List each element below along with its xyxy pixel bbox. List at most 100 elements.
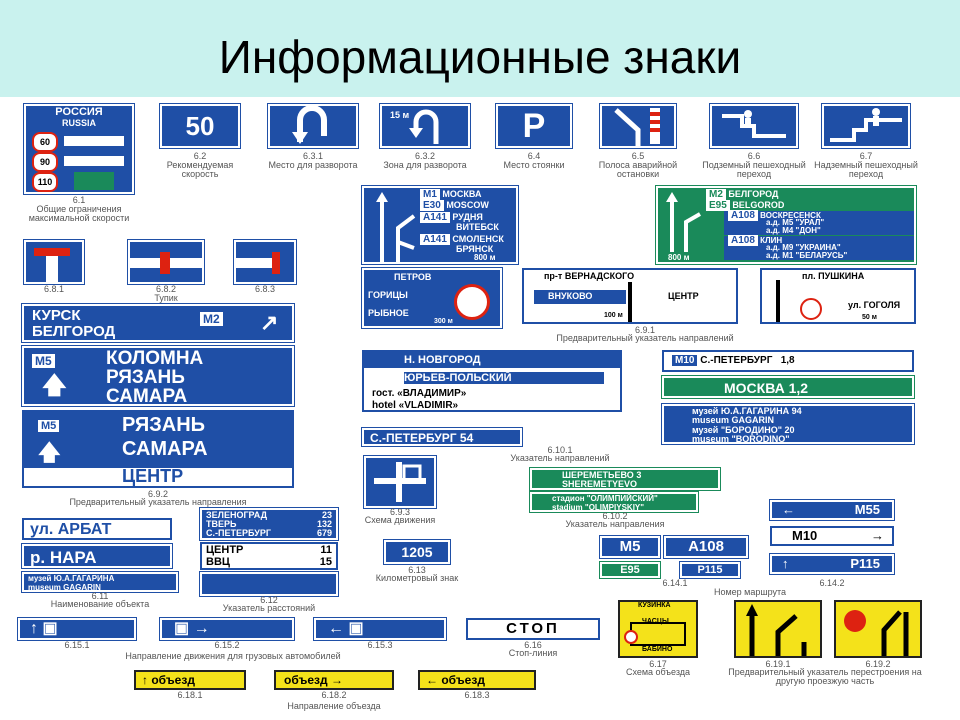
caption-6-14-2: 6.14.2	[819, 578, 845, 588]
truck-icon: ▣	[42, 620, 58, 637]
caption-6-14: Номер маршрута	[713, 587, 787, 597]
town-skyline-icon	[64, 136, 124, 146]
arrow-left-icon: ←	[782, 502, 795, 517]
caption-6-10-1-code: 6.10.1	[547, 445, 573, 455]
sign-6-8-3	[233, 239, 297, 285]
sign-6-3-1	[267, 103, 359, 149]
arrow-up-icon: ↑	[142, 673, 148, 687]
sign-direction-moscow: M1 МОСКВА E30 MOSCOW A141 РУДНЯ ВИТЕБСК …	[361, 185, 519, 265]
city: САМАРА	[122, 438, 208, 460]
distance: 1,8	[780, 355, 795, 366]
caption-6-13-code: 6.13	[408, 565, 426, 575]
underpass-icon	[722, 110, 786, 138]
arrow-right-icon: →	[871, 528, 884, 543]
city: С.-ПЕТЕРБУРГ 54	[370, 431, 474, 445]
sign-kursk-belgorod: КУРСК БЕЛГОРОД M2 ↗	[21, 303, 295, 343]
route-number: M55	[854, 502, 880, 517]
truck-icon: ▣	[174, 620, 190, 637]
route-plate: E30	[420, 200, 444, 211]
caption-6-6: Подземный пешеходный переход	[702, 160, 806, 179]
sign-direction-belgorod: M2 БЕЛГОРОД E95 BELGOROD A108 ВОСКРЕСЕНС…	[655, 185, 917, 265]
caption-6-8-1: 6.8.1	[43, 284, 65, 294]
city: МОСКВА	[724, 380, 785, 396]
city: МОСКВА	[442, 189, 482, 199]
branch-arrows-icon	[376, 192, 416, 262]
museum: музей Ю.А.ГАГАРИНА	[28, 574, 115, 583]
distance: 15	[319, 556, 332, 568]
no-trucks-icon	[800, 298, 822, 320]
route-plate: M10	[672, 355, 698, 366]
route-number: E95	[620, 564, 640, 576]
city: ВОСКРЕСЕНСК	[760, 211, 821, 220]
road: а.д. М1 "БЕЛАРУСЬ"	[766, 251, 848, 260]
sign-6-19-2	[834, 600, 922, 658]
caption-6-15-3: 6.15.3	[367, 640, 393, 650]
route-plate-m55: ← M55	[769, 499, 895, 521]
sign-6-10-2-sheremetyevo: ШЕРЕМЕТЬЕВО 3 SHEREMETYEVO	[529, 467, 721, 491]
traffic-scheme-icon	[374, 462, 426, 502]
square: пл. ПУШКИНА	[802, 271, 865, 281]
arrow-up-icon: ↑	[30, 620, 38, 637]
city: ЦЕНТР	[206, 544, 244, 556]
sign-6-4: P	[495, 103, 573, 149]
sign-6-13: 1205	[383, 539, 451, 565]
route-plate: A108	[728, 210, 758, 221]
u-turn-zone-icon	[409, 109, 439, 144]
caption-6-3-2-code: 6.3.2	[414, 151, 436, 161]
sign-6-8-2	[127, 239, 205, 285]
caption-6-9-2-code: 6.9.2	[147, 489, 169, 499]
caption-6-9-1-code: 6.9.1	[634, 325, 656, 335]
distance: 1,2	[788, 380, 809, 396]
arrow-right-icon: →	[330, 673, 343, 687]
city: MOSCOW	[446, 200, 489, 210]
caption-6-5: Полоса аварийной остановки	[598, 160, 678, 179]
route-plate-m10: M10 →	[770, 526, 894, 546]
caption-6-15-1: 6.15.1	[64, 640, 90, 650]
village: ЧАСЦЫ	[642, 618, 669, 625]
distance: 132	[316, 519, 332, 529]
city: КОЛОМНА	[106, 348, 204, 369]
caption-6-3-2: Зона для разворота	[383, 160, 467, 170]
arrow-left-icon: ←	[426, 673, 438, 687]
arrow-up-icon: 🡅	[42, 372, 67, 399]
caption-6-18-3: 6.18.3	[464, 690, 490, 700]
u-turn-icon	[292, 106, 327, 144]
city: ВВЦ	[206, 556, 230, 568]
caption-6-1: Общие ограничения максимальной скорости	[28, 204, 130, 223]
route-number: M10	[792, 528, 818, 543]
caption-6-9-1: Предварительный указатель направлений	[556, 333, 734, 343]
sign-nara: р. НАРА	[21, 543, 173, 569]
river: р. НАРА	[30, 548, 97, 567]
branch-arrows-icon	[666, 192, 701, 252]
caption-6-8-2-code: 6.8.2	[155, 284, 177, 294]
caption-6-10-2: Указатель направления	[565, 519, 665, 529]
caption-6-4: Место стоянки	[503, 160, 565, 170]
caption-6-15-2: 6.15.2	[214, 640, 240, 650]
arrow-right-icon: →	[193, 620, 210, 637]
kilometer-value: 1205	[401, 544, 433, 560]
caption-6-7: Надземный пешеходный переход	[814, 160, 918, 179]
arrow-up-icon: ↑	[782, 556, 789, 571]
city: ПЕТРОВ	[394, 272, 432, 282]
city: ВНУКОВО	[548, 291, 593, 301]
place: SHEREMETYEVO	[562, 479, 638, 489]
overpass-icon	[830, 108, 902, 142]
city: ЦЕНТР	[668, 291, 699, 301]
place: стадион "ОЛИМПИЙСКИЙ"	[552, 494, 658, 503]
sign-museum-gagarin: музей Ю.А.ГАГАРИНА museum GAGARIN	[21, 571, 179, 593]
city: ЦЕНТР	[122, 466, 184, 486]
city: КЛИН	[760, 236, 783, 245]
route-number: M5	[619, 538, 641, 555]
sign-6-8-1	[23, 239, 85, 285]
sign-6-10-moscow: МОСКВА 1,2	[661, 375, 915, 399]
zone-distance: 15 м	[390, 110, 410, 120]
page-title: Информационные знаки	[218, 31, 742, 83]
sign-6-18-3: ← объезд	[418, 670, 536, 690]
no-entry-icon	[624, 630, 638, 644]
limit-60: 60	[32, 132, 58, 152]
caption-6-17: Схема объезда	[625, 667, 691, 677]
sign-6-10-museums: музей Ю.А.ГАГАРИНА 94 museum GAGARIN муз…	[661, 403, 915, 445]
caption-6-1-code: 6.1	[72, 195, 86, 205]
sign-direction-vernadskogo: пр-т ВЕРНАДСКОГО ВНУКОВО ЦЕНТР 100 м	[522, 268, 738, 324]
sign-6-18-1: ↑ объезд	[134, 670, 246, 690]
